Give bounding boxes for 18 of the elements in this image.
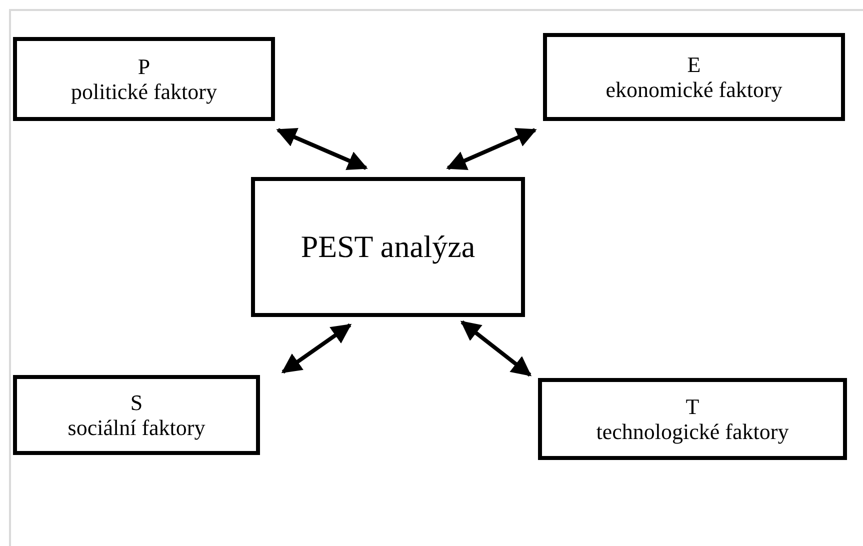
box-label: technologické faktory	[596, 419, 789, 444]
box-label: S	[130, 390, 143, 415]
factor-box	[13, 37, 275, 121]
factor-box	[543, 33, 845, 121]
factor-box	[13, 375, 260, 455]
double-arrow	[460, 320, 532, 377]
factor-box	[251, 177, 525, 317]
box-label: politické faktory	[70, 79, 217, 104]
box-label: ekonomické faktory	[606, 77, 782, 102]
box-label: T	[686, 394, 700, 419]
factor-box	[538, 378, 847, 460]
box-label: P	[138, 54, 150, 79]
double-arrow	[446, 128, 537, 170]
box-label: PEST analýza	[300, 229, 476, 265]
box-label: E	[687, 52, 701, 77]
box-label: sociální faktory	[68, 415, 206, 440]
double-arrow	[276, 128, 368, 170]
double-arrow	[281, 323, 352, 374]
